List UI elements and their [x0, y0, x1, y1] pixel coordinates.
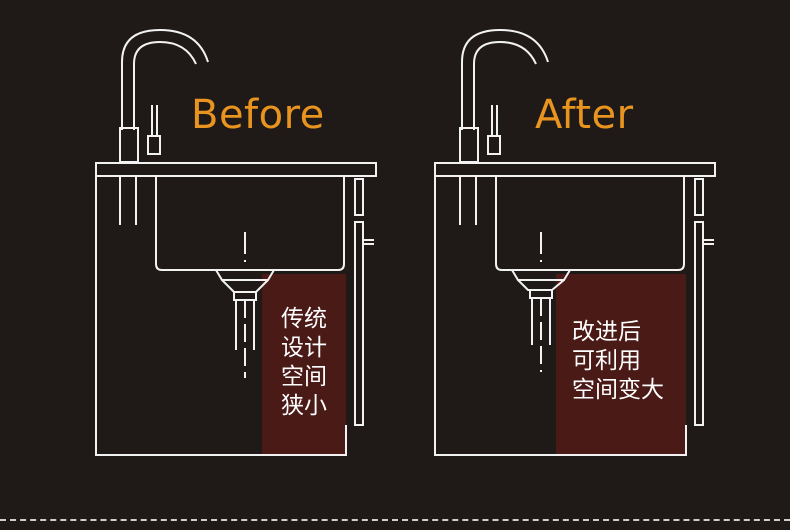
- faucet-icon: [459, 28, 549, 163]
- after-usable-space: [556, 274, 686, 454]
- drain-pipe-icon: [215, 232, 275, 378]
- sink-cabinet-icon: [434, 162, 716, 456]
- before-panel: [95, 28, 377, 456]
- after-caption-line: 改进后: [572, 319, 641, 345]
- after-caption: 改进后 可利用 空间变大: [572, 318, 664, 405]
- after-panel: [434, 28, 716, 456]
- before-caption-line: 设计: [281, 335, 327, 361]
- before-usable-space: [262, 274, 346, 454]
- before-caption: 传统 设计 空间 狭小: [281, 305, 327, 421]
- before-caption-line: 空间: [281, 364, 327, 390]
- after-heading: After: [535, 92, 634, 138]
- before-caption-line: 狭小: [281, 393, 327, 419]
- after-caption-line: 可利用: [572, 348, 641, 374]
- dashed-divider: [0, 519, 790, 521]
- drain-pipe-icon: [511, 232, 571, 372]
- sink-cabinet-icon: [95, 162, 377, 456]
- after-caption-line: 空间变大: [572, 377, 664, 403]
- before-caption-line: 传统: [281, 306, 327, 332]
- before-heading: Before: [191, 92, 325, 138]
